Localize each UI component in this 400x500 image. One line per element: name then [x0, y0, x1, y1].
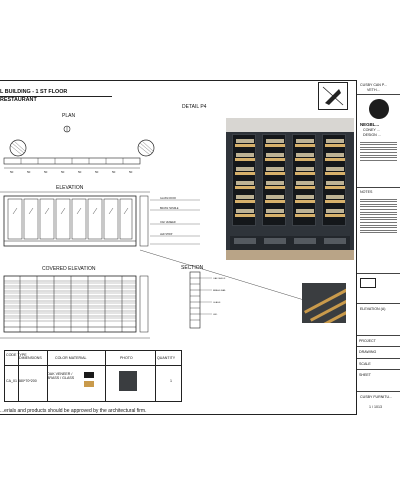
svg-text:BRASS HANDLE: BRASS HANDLE [160, 207, 179, 210]
client-line1: CUSBY CAN P... [360, 83, 387, 87]
title-underline [0, 96, 112, 97]
title-block: CUSBY CAN P... VETH... NEGBL... CONEY ..… [356, 80, 400, 415]
svg-text:LED STRIP: LED STRIP [160, 233, 173, 236]
detail-leader [140, 249, 305, 301]
schedule-table [4, 350, 182, 402]
schedule-photo [119, 371, 137, 391]
svg-text:GLASS: GLASS [213, 301, 221, 304]
sheet-label: SHEET [359, 373, 371, 377]
elevation-ref-label: ELEVATION (A) [360, 307, 386, 311]
svg-text:OAK VENEER: OAK VENEER [160, 221, 176, 224]
drawing-label: DRAWING [359, 350, 377, 354]
firm-line2: CONEY ... [363, 128, 380, 132]
detail-label: DETAIL P4 [182, 104, 207, 110]
firm-logo [369, 99, 389, 119]
svg-text:50: 50 [95, 170, 99, 174]
brass-rail-detail-photo [302, 283, 346, 323]
covered-elevation-label: COVERED ELEVATION [42, 266, 96, 272]
svg-text:50: 50 [129, 170, 133, 174]
svg-text:50: 50 [61, 170, 65, 174]
svg-text:BRASS RAIL: BRASS RAIL [213, 289, 227, 292]
svg-text:50: 50 [27, 170, 31, 174]
svg-text:LED: LED [213, 314, 218, 316]
plan-label: PLAN [62, 113, 76, 119]
firm-name: NEGBL... [360, 122, 380, 127]
swatch-brass [84, 381, 94, 387]
plan-drawing: 50 50 50 50 50 50 50 50 [3, 125, 155, 174]
scale-label: SCALE [359, 362, 371, 366]
cabinet-photo-shelves [234, 139, 346, 244]
footer-note: ...erials and products should be approve… [0, 408, 147, 414]
th-color-material: COLOR MATERIAL [55, 356, 87, 360]
revision-box [360, 278, 376, 288]
notes-lines [360, 197, 397, 235]
th-dimensions: DIMENSIONS [19, 356, 42, 360]
swatch-dark [84, 372, 94, 378]
firm-text-lines [360, 140, 397, 162]
covered-elevation-drawing [0, 275, 150, 339]
north-stamp [318, 82, 348, 110]
svg-text:50: 50 [44, 170, 48, 174]
client-line2: VETH... [367, 88, 380, 92]
svg-text:50: 50 [112, 170, 116, 174]
svg-text:OAK SHELF: OAK SHELF [213, 277, 226, 280]
td-code: CA_01 [6, 379, 17, 383]
svg-text:50: 50 [78, 170, 82, 174]
section-label: SECTION [181, 265, 204, 271]
td-color-material: OAK VENEER / BRASS / GLASS [47, 372, 75, 381]
svg-text:50: 50 [10, 170, 14, 174]
notes-label: NOTES [360, 190, 373, 194]
th-code: CODE TYPE [6, 353, 27, 357]
elevation-label: ELEVATION [56, 185, 84, 191]
firm-line3: DESIGN ... [363, 133, 381, 137]
td-quantity: 1 [170, 379, 172, 383]
th-photo: PHOTO [120, 356, 133, 360]
svg-text:GLASS DOOR: GLASS DOOR [160, 197, 176, 200]
td-dimensions: 380*70*200 [18, 379, 37, 383]
bottom-label: CUSBY FURNITU... [360, 395, 393, 399]
th-quantity: QUANTITY [157, 356, 176, 360]
sheet-number: 1 / 1013 [369, 405, 382, 409]
elevation-drawing: GLASS DOOR BRASS HANDLE OAK VENEER LED STR… [0, 191, 200, 247]
building-title: L BUILDING - 1 ST FLOOR [0, 89, 68, 95]
project-label: PROJECT [359, 339, 376, 343]
section-drawing: OAK SHELF BRASS RAIL GLASS LED [189, 271, 227, 329]
restaurant-title: RESTAURANT [0, 97, 37, 103]
